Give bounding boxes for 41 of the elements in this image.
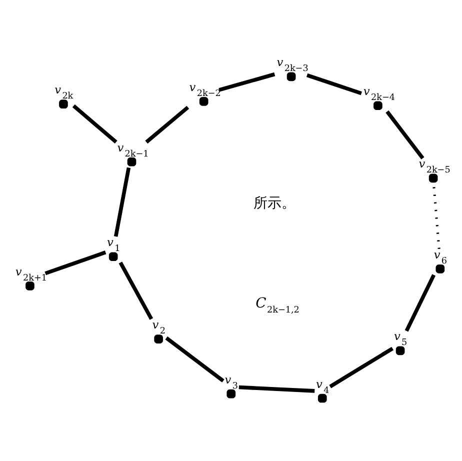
connector <box>114 167 131 237</box>
connector <box>72 104 118 144</box>
node-circle <box>396 346 405 356</box>
node-label: v$_{2k−5}$ <box>418 156 450 176</box>
label: 所示。 <box>254 196 296 212</box>
node-circle <box>59 100 68 109</box>
label: C$_{2k−1,2}$ <box>256 296 300 316</box>
connector <box>404 274 436 332</box>
node-circle <box>286 72 296 82</box>
node-circle <box>436 264 445 274</box>
node-circle <box>127 157 136 166</box>
node-circle <box>26 281 34 290</box>
node-circle <box>374 101 382 110</box>
node-label: v$_{2k+1}$ <box>15 264 48 284</box>
node-label: v$_{2k−1}$ <box>117 140 149 160</box>
connector <box>329 346 394 388</box>
node-label: v$_{4}$ <box>316 376 330 396</box>
node-label: v$_{2k−2}$ <box>189 80 221 99</box>
node-label: v$_{2}$ <box>152 318 166 337</box>
node-circle <box>108 252 118 262</box>
connector <box>238 385 315 393</box>
node-circle <box>199 97 208 106</box>
connector <box>165 336 224 382</box>
node-circle <box>226 389 236 398</box>
node-label: v$_{1}$ <box>107 235 120 254</box>
connector <box>432 184 440 250</box>
connector <box>145 106 190 144</box>
node-label: v$_{3}$ <box>224 372 238 392</box>
connector <box>118 262 154 320</box>
connector <box>386 110 424 160</box>
node-label: v$_{5}$ <box>394 329 408 348</box>
node-label: v$_{6}$ <box>434 247 448 266</box>
connector <box>218 72 276 92</box>
node-circle <box>318 394 327 403</box>
node-circle <box>428 174 438 183</box>
node-circle <box>154 334 164 344</box>
connector <box>306 73 362 96</box>
node-label: v$_{2k}$ <box>54 82 74 102</box>
node-label: v$_{2k−3}$ <box>276 55 308 74</box>
connector <box>44 250 106 276</box>
node-label: v$_{2k−4}$ <box>363 84 395 104</box>
